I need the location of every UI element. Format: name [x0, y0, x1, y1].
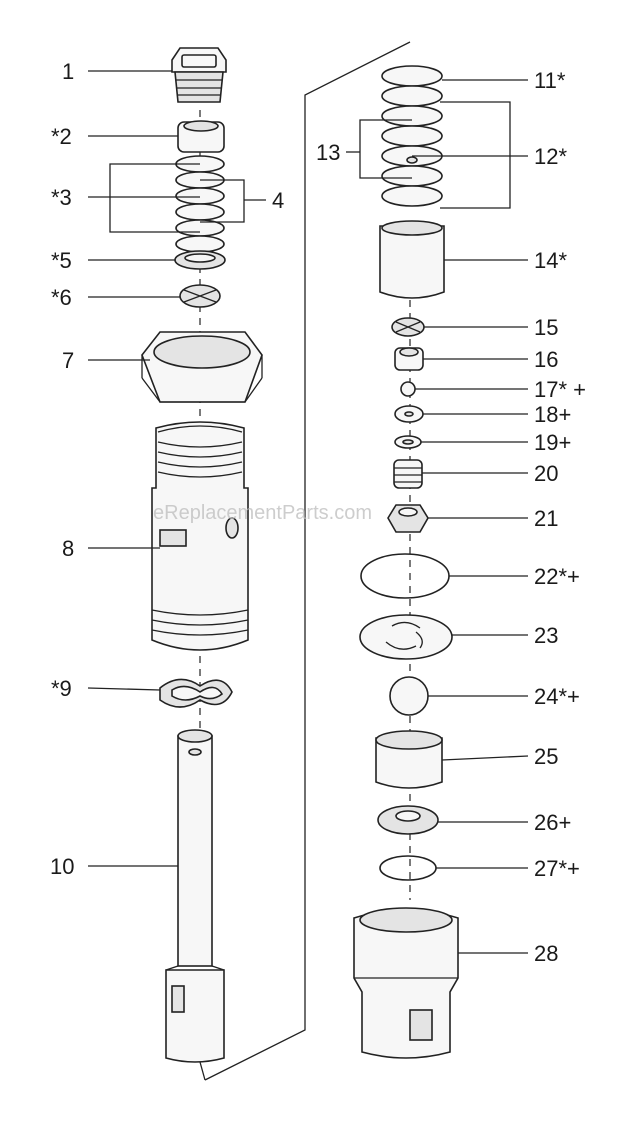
center-lines: [199, 110, 411, 900]
part-24-ball: [389, 676, 429, 716]
label-part-9: *9: [51, 676, 72, 701]
part-8-housing: [151, 421, 249, 651]
part-3-4-packing-stack: [175, 155, 225, 253]
label-part-6: *6: [51, 285, 72, 310]
label-part-16: 16: [534, 347, 558, 372]
label-part-26: 26+: [534, 810, 571, 835]
label-part-5: *5: [51, 248, 72, 273]
part-labels: 1 *2 *3 4 *5 *6 7 8 *9 10 11* 12* 13 14*…: [50, 59, 586, 966]
divider-bracket: [199, 41, 411, 1081]
part-26-seat: [377, 805, 439, 835]
label-part-11: 11*: [534, 68, 566, 93]
part-19-washer: [394, 435, 422, 449]
label-part-25: 25: [534, 744, 558, 769]
part-18-seat: [394, 405, 424, 423]
part-14-sleeve: [379, 220, 445, 299]
part-2-adapter: [177, 120, 225, 153]
label-part-4: 4: [272, 188, 284, 213]
label-part-19: 19+: [534, 430, 571, 455]
part-22-o-ring: [360, 553, 450, 599]
label-part-13: 13: [316, 140, 340, 165]
part-1-plug: [171, 47, 227, 103]
label-part-22: 22*+: [534, 564, 580, 589]
label-part-2: *2: [51, 124, 72, 149]
label-part-21: 21: [534, 506, 558, 531]
label-part-17: 17* +: [534, 377, 586, 402]
leader-lines: [87, 70, 529, 954]
part-16-seat-holder: [394, 347, 424, 371]
label-part-14: 14*: [534, 248, 567, 273]
label-part-1: 1: [62, 59, 74, 84]
label-part-27: 27*+: [534, 856, 580, 881]
part-17-ball: [400, 381, 416, 397]
part-23-plate: [359, 614, 453, 660]
part-21-nut: [387, 504, 429, 533]
watermark-text: eReplacementParts.com: [153, 502, 372, 524]
part-9-gasket: [159, 678, 233, 708]
part-6-spring: [179, 284, 221, 308]
label-part-12: 12*: [534, 144, 567, 169]
label-part-15: 15: [534, 315, 558, 340]
label-part-8: 8: [62, 536, 74, 561]
part-20-retainer: [393, 459, 423, 489]
label-part-7: 7: [62, 348, 74, 373]
label-part-20: 20: [534, 461, 558, 486]
part-15-guide: [391, 317, 425, 337]
label-part-3: *3: [51, 185, 72, 210]
label-part-10: 10: [50, 854, 74, 879]
part-28-foot-valve-housing: [353, 907, 459, 1059]
label-part-28: 28: [534, 941, 558, 966]
part-27-o-ring: [379, 855, 437, 881]
part-10-rod: [165, 729, 225, 1063]
part-5-ring: [174, 250, 226, 270]
part-7-nut: [141, 331, 263, 403]
label-part-24: 24*+: [534, 684, 580, 709]
part-11-12-13-packing-stack: [381, 65, 443, 207]
part-25-guide: [375, 730, 443, 789]
label-part-23: 23: [534, 623, 558, 648]
label-part-18: 18+: [534, 402, 571, 427]
